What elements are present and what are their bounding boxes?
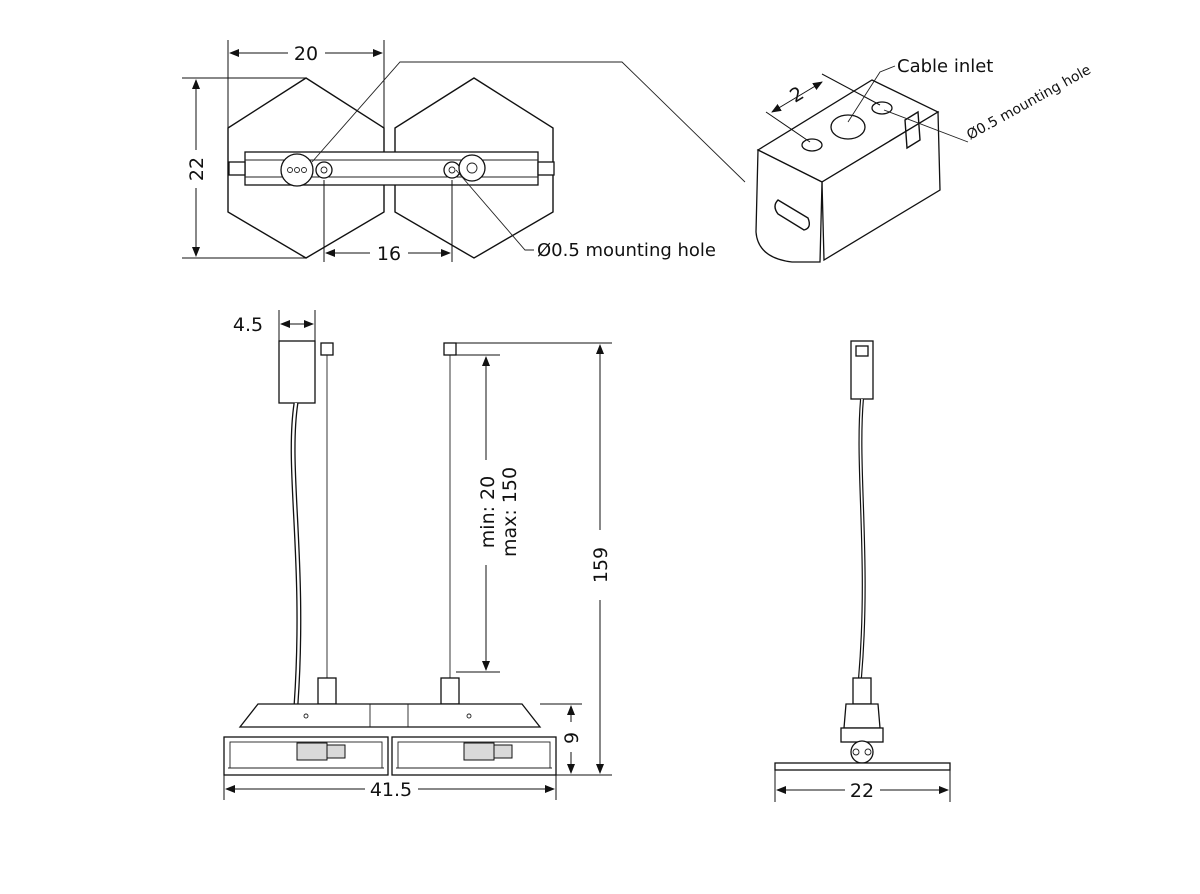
dim-body-height: 9	[561, 732, 583, 744]
bracket-cable-inlet	[830, 114, 866, 140]
bracket-mounting-hole-1	[801, 138, 823, 152]
bracket-detail: 2 Cable inlet Ø0.5 mounting hole	[755, 56, 1094, 263]
label-cable-inlet: Cable inlet	[897, 56, 993, 77]
dim-top-height: 22	[186, 157, 208, 181]
dim-adjust-max: max: 150	[499, 467, 521, 557]
mounting-hole-right	[443, 161, 461, 179]
right-hexagon-panel	[394, 77, 554, 259]
front-view: 4.5 min: 20 max: 150 159 9 41.5	[223, 310, 612, 801]
mounting-hole-left	[315, 161, 333, 179]
dim-overall-length: 41.5	[370, 779, 412, 801]
canopy	[278, 340, 316, 404]
dim-bracket-width: 2	[786, 82, 808, 107]
side-lamp-plate	[774, 762, 951, 771]
dim-adjust-min: min: 20	[477, 476, 499, 548]
side-view: 22	[774, 340, 951, 802]
dim-top-width: 20	[294, 43, 318, 65]
lamp-top	[238, 703, 542, 728]
dim-clip-offset: 4.5	[233, 314, 263, 336]
dim-top-spacing: 16	[377, 243, 401, 265]
cable-inlet-top	[280, 153, 314, 187]
label-mounting-hole-top: Ø0.5 mounting hole	[537, 240, 716, 261]
dim-side-width: 22	[850, 780, 874, 802]
dim-overall-height: 159	[590, 547, 612, 583]
top-view: 20 22 16 Ø0.5 mounting hole	[182, 40, 746, 265]
